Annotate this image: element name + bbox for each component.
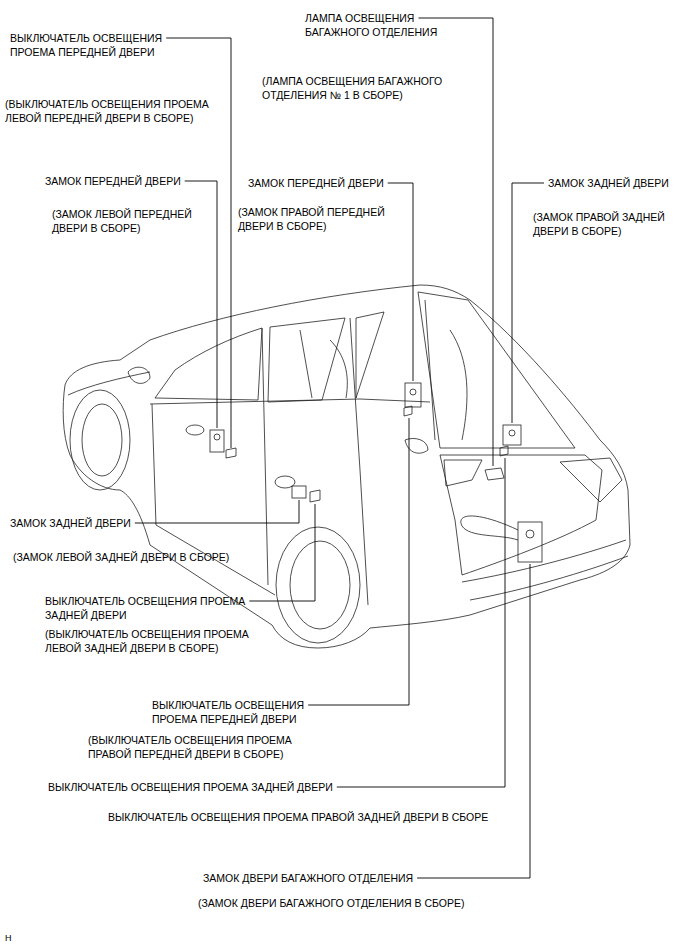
left-front-door-lock — [210, 430, 224, 452]
interior-line — [330, 340, 347, 398]
label-text: ЗАМОК ЗАДНЕЙ ДВЕРИ — [548, 177, 669, 189]
part-label: ЗАМОК ДВЕРИ БАГАЖНОГО ОТДЕЛЕНИЯ — [203, 871, 413, 885]
part-label: (ЗАМОК ПРАВОЙ ПЕРЕДНЕЙ ДВЕРИ В СБОРЕ) — [238, 205, 408, 233]
part-label: (ЗАМОК ДВЕРИ БАГАЖНОГО ОТДЕЛЕНИЯ В СБОРЕ… — [198, 896, 464, 910]
label-text: H — [5, 933, 12, 943]
right-front-door-lock — [410, 389, 416, 395]
door-handles — [186, 425, 295, 488]
interior-line — [425, 300, 435, 440]
front-window — [155, 328, 262, 400]
leader-line — [337, 458, 505, 787]
beltline — [150, 399, 430, 404]
label-text: ЗАМОК ДВЕРИ БАГАЖНОГО ОТДЕЛЕНИЯ — [203, 872, 413, 884]
rear-side-window — [268, 318, 345, 402]
parts — [210, 383, 542, 562]
label-text: (ЗАМОК ДВЕРИ БАГАЖНОГО ОТДЕЛЕНИЯ В СБОРЕ… — [198, 897, 464, 909]
fuel-door — [405, 438, 428, 453]
part-label: (ЗАМОК ЛЕВОЙ ЗАДНЕЙ ДВЕРИ В СБОРЕ) — [13, 550, 229, 564]
car-body — [63, 285, 630, 648]
rear-wheel-rim — [290, 541, 350, 629]
label-text: ВЫКЛЮЧАТЕЛЬ ОСВЕЩЕНИЯ ПРОЕМА ЗАДНЕЙ ДВЕР… — [45, 595, 245, 621]
label-text: (ЗАМОК ПРАВОЙ ПЕРЕДНЕЙ ДВЕРИ В СБОРЕ) — [238, 206, 385, 232]
label-text: (ВЫКЛЮЧАТЕЛЬ ОСВЕЩЕНИЯ ПРОЕМА ПРАВОЙ ПЕР… — [88, 734, 292, 760]
label-text: (ВЫКЛЮЧАТЕЛЬ ОСВЕЩЕНИЯ ПРОЕМА ЛЕВОЙ ЗАДН… — [45, 628, 249, 654]
leader-line — [249, 504, 315, 601]
label-text: (ЗАМОК ПРАВОЙ ЗАДНЕЙ ДВЕРИ В СБОРЕ) — [533, 211, 665, 237]
part-label: (ЗАМОК ПРАВОЙ ЗАДНЕЙ ДВЕРИ В СБОРЕ) — [533, 210, 683, 238]
interior-line — [450, 330, 467, 440]
left-rear-door-lock — [292, 486, 306, 498]
trunk-lid — [440, 455, 602, 575]
leader-line — [417, 564, 530, 878]
part-label: (ВЫКЛЮЧАТЕЛЬ ОСВЕЩЕНИЯ ПРОЕМА ЛЕВОЙ ЗАДН… — [45, 627, 270, 655]
part-label: ВЫКЛЮЧАТЕЛЬ ОСВЕЩЕНИЯ ПРОЕМА ПРАВОЙ ЗАДН… — [108, 810, 488, 824]
side-mirror — [128, 367, 150, 383]
bumper-line — [470, 556, 628, 600]
left-front-door-switch — [226, 448, 236, 458]
right-rear-door-lock — [503, 425, 521, 445]
part-label: (ЗАМОК ЛЕВОЙ ПЕРЕДНЕЙ ДВЕРИ В СБОРЕ) — [52, 207, 212, 235]
label-text: ЗАМОК ЗАДНЕЙ ДВЕРИ — [10, 517, 131, 529]
door-line — [350, 318, 368, 605]
door-handle — [186, 425, 204, 435]
part-label: H — [5, 931, 12, 945]
left-rear-door-switch — [310, 490, 320, 502]
front-wheel — [70, 390, 130, 490]
label-text: ЛАМПА ОСВЕЩЕНИЯ БАГАЖНОГО ОТДЕЛЕНИЯ — [305, 12, 437, 38]
front-wheel-rim — [82, 404, 122, 476]
rear-windshield — [418, 292, 575, 448]
bumper-line — [462, 540, 626, 582]
tail-light — [444, 460, 482, 486]
luggage-lock-cable — [461, 516, 518, 540]
quarter-window — [356, 312, 384, 398]
label-text: ВЫКЛЮЧАТЕЛЬ ОСВЕЩЕНИЯ ПРОЕМА ПРАВОЙ ЗАДН… — [108, 811, 488, 823]
part-label: ВЫКЛЮЧАТЕЛЬ ОСВЕЩЕНИЯ ПРОЕМА ЗАДНЕЙ ДВЕР… — [45, 594, 265, 622]
rear-wheel — [276, 527, 360, 643]
interior-line — [300, 330, 312, 398]
label-text: ЗАМОК ПЕРЕДНЕЙ ДВЕРИ — [45, 175, 181, 187]
label-text: (ЗАМОК ЛЕВОЙ ЗАДНЕЙ ДВЕРИ В СБОРЕ) — [13, 551, 229, 563]
part-label: ВЫКЛЮЧАТЕЛЬ ОСВЕЩЕНИЯ ПРОЕМА ПЕРЕДНЕЙ ДВ… — [10, 31, 185, 59]
body-outline — [63, 285, 630, 648]
part-label: (ВЫКЛЮЧАТЕЛЬ ОСВЕЩЕНИЯ ПРОЕМА ПРАВОЙ ПЕР… — [88, 733, 333, 761]
part-label: ВЫКЛЮЧАТЕЛЬ ОСВЕЩЕНИЯ ПРОЕМА ЗАДНЕЙ ДВЕР… — [48, 780, 333, 794]
label-text: ЗАМОК ПЕРЕДНЕЙ ДВЕРИ — [248, 177, 384, 189]
part-label: ЗАМОК ПЕРЕДНЕЙ ДВЕРИ — [248, 176, 384, 190]
luggage-room-lamp — [485, 468, 504, 480]
part-label: ЗАМОК ЗАДНЕЙ ДВЕРИ — [548, 176, 669, 190]
label-text: (ВЫКЛЮЧАТЕЛЬ ОСВЕЩЕНИЯ ПРОЕМА ЛЕВОЙ ПЕРЕ… — [5, 98, 209, 124]
label-text: ВЫКЛЮЧАТЕЛЬ ОСВЕЩЕНИЯ ПРОЕМА ПЕРЕДНЕЙ ДВ… — [152, 699, 304, 725]
part-label: ВЫКЛЮЧАТЕЛЬ ОСВЕЩЕНИЯ ПРОЕМА ПЕРЕДНЕЙ ДВ… — [152, 698, 327, 726]
label-text: (ЛАМПА ОСВЕЩЕНИЯ БАГАЖНОГО ОТДЕЛЕНИЯ № 1… — [262, 75, 442, 101]
luggage-door-lock — [518, 522, 542, 562]
part-label: (ЛАМПА ОСВЕЩЕНИЯ БАГАЖНОГО ОТДЕЛЕНИЯ № 1… — [262, 74, 467, 102]
right-front-door-switch — [404, 406, 412, 416]
part-label: ЛАМПА ОСВЕЩЕНИЯ БАГАЖНОГО ОТДЕЛЕНИЯ — [305, 11, 470, 39]
label-text: ВЫКЛЮЧАТЕЛЬ ОСВЕЩЕНИЯ ПРОЕМА ЗАДНЕЙ ДВЕР… — [48, 781, 333, 793]
part-label: ЗАМОК ПЕРЕДНЕЙ ДВЕРИ — [45, 174, 181, 188]
label-text: ВЫКЛЮЧАТЕЛЬ ОСВЕЩЕНИЯ ПРОЕМА ПЕРЕДНЕЙ ДВ… — [10, 32, 162, 58]
hood-line — [68, 372, 150, 395]
right-rear-door-lock — [509, 430, 515, 436]
leader-line — [308, 418, 409, 705]
door-line — [152, 404, 156, 525]
part-label: (ВЫКЛЮЧАТЕЛЬ ОСВЕЩЕНИЯ ПРОЕМА ЛЕВОЙ ПЕРЕ… — [5, 97, 240, 125]
leader-line — [388, 183, 413, 381]
part-label: ЗАМОК ЗАДНЕЙ ДВЕРИ — [10, 516, 131, 530]
right-rear-door-switch — [500, 446, 508, 456]
label-text: (ЗАМОК ЛЕВОЙ ПЕРЕДНЕЙ ДВЕРИ В СБОРЕ) — [52, 208, 192, 234]
door-line — [262, 328, 268, 585]
leader-line — [135, 500, 299, 523]
left-front-door-lock — [214, 434, 220, 440]
luggage-door-lock — [526, 530, 534, 538]
tail-light — [560, 458, 622, 502]
right-front-door-lock — [405, 383, 421, 407]
